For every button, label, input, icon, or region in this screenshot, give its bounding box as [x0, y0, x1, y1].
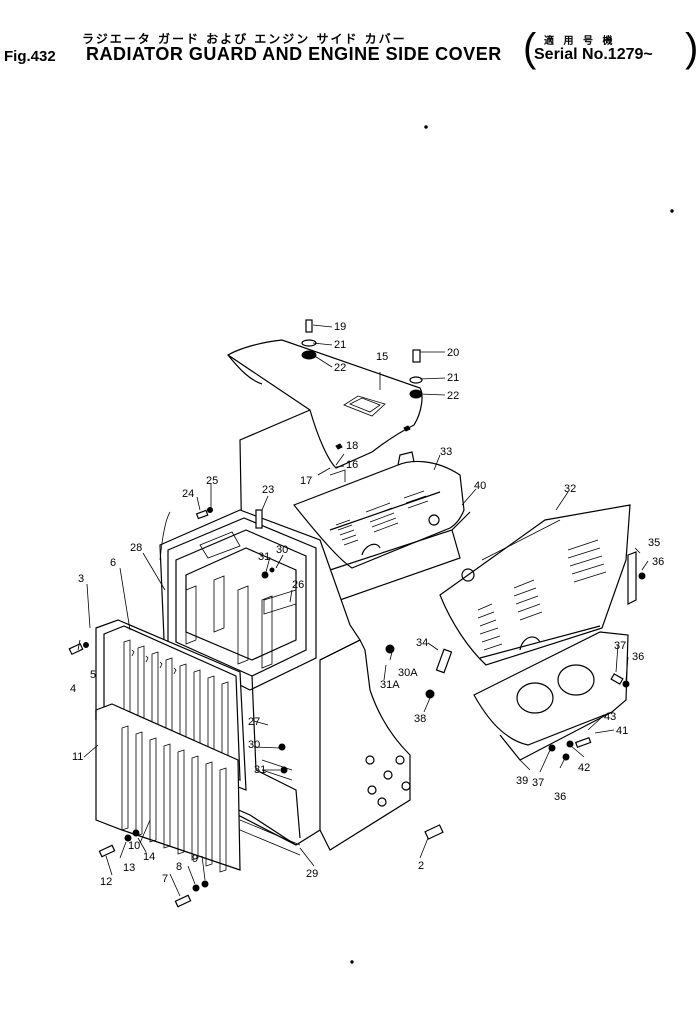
callout: 27	[248, 716, 260, 728]
callout: 30	[276, 544, 288, 556]
engine-side-cover-part-33	[293, 451, 465, 569]
callout: 42	[578, 762, 590, 774]
callout: 35	[648, 537, 660, 549]
figure-number: Fig.432	[4, 48, 56, 65]
callout: 12	[100, 876, 112, 888]
serial-paren-open: (	[523, 26, 537, 70]
callout: 20	[447, 347, 459, 359]
callout: 10	[128, 840, 140, 852]
callout: 28	[130, 542, 142, 554]
radiator-grille-lower-part-10	[95, 703, 241, 873]
callout: 14	[143, 851, 155, 863]
figure-header: ラジエータ ガード および エンジン サイド カバー 適 用 号 機 Fig.4…	[0, 0, 700, 80]
callout: 37	[614, 640, 626, 652]
callout: 32	[564, 483, 576, 495]
engine-side-cover-part-39	[473, 631, 629, 761]
callout: 8	[176, 861, 182, 873]
callout: 41	[616, 725, 628, 737]
callout: 16	[346, 459, 358, 471]
callout: 4	[70, 683, 76, 695]
callout: 6	[110, 557, 116, 569]
callout: 7	[162, 873, 168, 885]
engine-side-cover-part-32	[439, 504, 631, 666]
callout: 9	[192, 853, 198, 865]
top-cover-part-15	[226, 339, 423, 556]
callout-labels: 19 21 22 15 20 21 22 18 16 17 33 40 32 2…	[70, 321, 664, 888]
callout: 3	[78, 573, 84, 585]
callout: 22	[447, 390, 459, 402]
callout: 17	[300, 475, 312, 487]
serial-number: Serial No.1279~	[534, 46, 653, 63]
callout: 15	[376, 351, 388, 363]
callout: 43	[604, 711, 616, 723]
callout: 31A	[380, 679, 400, 691]
callout: 40	[474, 480, 486, 492]
callout: 24	[182, 488, 194, 500]
figure-title: RADIATOR GUARD AND ENGINE SIDE COVER	[86, 44, 502, 64]
callout: 38	[414, 713, 426, 725]
callout: 34	[416, 637, 428, 649]
hardware-fasteners	[68, 507, 646, 908]
callout: 23	[262, 484, 274, 496]
serial-paren-close: )	[685, 26, 699, 70]
callout: 13	[123, 862, 135, 874]
callout: 36	[632, 651, 644, 663]
callout: 39	[516, 775, 528, 787]
callout: 21	[447, 372, 459, 384]
callout: 21	[334, 339, 346, 351]
callout: 31	[258, 551, 270, 563]
callout: 30A	[398, 667, 418, 679]
callout: 33	[440, 446, 452, 458]
japanese-serial-label: 適 用 号 機	[544, 36, 616, 47]
japanese-title: ラジエータ ガード および エンジン サイド カバー	[82, 32, 407, 46]
callout: 5	[90, 669, 96, 681]
callout: 19	[334, 321, 346, 333]
callout: 22	[334, 362, 346, 374]
callout: 11	[72, 751, 83, 763]
callout: 26	[292, 579, 304, 591]
callout: 31	[254, 764, 266, 776]
leader-lines	[77, 324, 649, 897]
callout: 30	[248, 739, 260, 751]
scan-artifacts	[350, 125, 674, 964]
callout: 36	[554, 791, 566, 803]
callout: 18	[346, 440, 358, 452]
top-cover-bolts	[301, 319, 423, 399]
callout: 25	[206, 475, 218, 487]
callout: 2	[418, 860, 424, 872]
callout: 37	[532, 777, 544, 789]
callout: 36	[652, 556, 664, 568]
callout: 29	[306, 868, 318, 880]
